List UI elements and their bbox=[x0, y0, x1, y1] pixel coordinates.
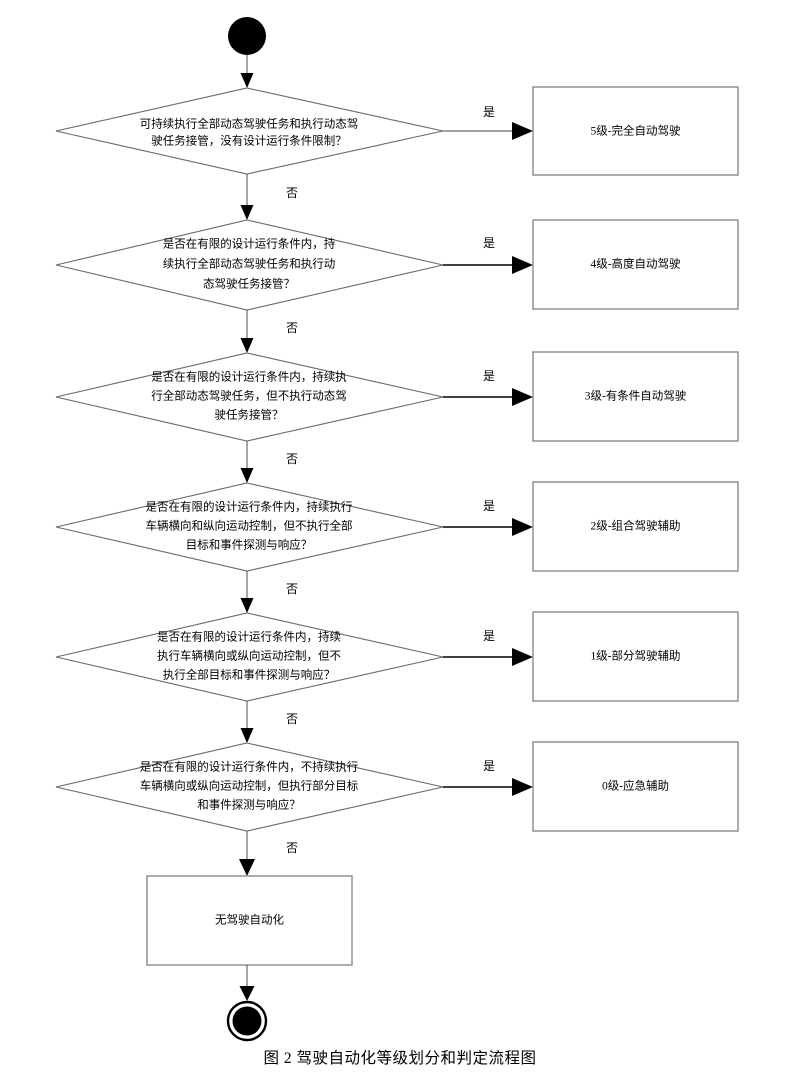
result-box-r0[interactable] bbox=[532, 741, 739, 832]
decision-d2-line-2: 目标和事件探测与响应？ bbox=[186, 538, 313, 552]
figure-caption: 图 2 驾驶自动化等级划分和判定流程图 bbox=[263, 1050, 537, 1067]
result-label-r3: 3级-有条件自动驾驶 bbox=[585, 389, 687, 403]
branch-label-d0-no: 否 bbox=[286, 841, 298, 855]
branch-label-d3-yes: 是 bbox=[483, 369, 495, 383]
decision-d0-line-2: 和事件探测与响应？ bbox=[197, 798, 301, 812]
decision-d3-line-0: 是否在有限的设计运行条件内，持续执 bbox=[151, 370, 347, 384]
result-label-r5: 5级-完全自动驾驶 bbox=[590, 124, 681, 138]
branch-label-d4-yes: 是 bbox=[483, 236, 495, 250]
decision-d2-line-1: 车辆横向和纵向运动控制，但不执行全部 bbox=[146, 519, 353, 533]
decision-d4-line-0: 是否在有限的设计运行条件内，持 bbox=[163, 237, 336, 251]
arrowhead-d5-no bbox=[240, 205, 254, 220]
branch-label-d5-no: 否 bbox=[286, 186, 298, 200]
result-label-none: 无驾驶自动化 bbox=[215, 913, 284, 927]
result-box-r1[interactable] bbox=[532, 611, 739, 702]
decision-d2-line-0: 是否在有限的设计运行条件内，持续执行 bbox=[146, 500, 353, 514]
result-box-r4[interactable] bbox=[532, 219, 739, 310]
decision-d4-line-2: 态驾驶任务接管？ bbox=[203, 277, 295, 291]
result-label-r0: 0级-应急辅助 bbox=[602, 779, 669, 793]
arrowhead-start-to-d5 bbox=[240, 73, 254, 88]
decision-d0-line-1: 车辆横向或纵向运动控制，但执行部分目标 bbox=[140, 779, 359, 793]
decision-d3-line-2: 驶任务接管？ bbox=[215, 408, 284, 422]
decision-node-d5[interactable] bbox=[55, 87, 444, 175]
arrowhead-d3-no bbox=[240, 468, 254, 483]
arrowhead-d5-yes bbox=[512, 122, 533, 140]
result-box-r5[interactable] bbox=[532, 86, 739, 176]
decision-d0-line-0: 是否在有限的设计运行条件内，不持续执行 bbox=[140, 760, 359, 774]
branch-label-d1-yes: 是 bbox=[483, 629, 495, 643]
result-box-r3[interactable] bbox=[532, 351, 739, 442]
branch-label-d2-yes: 是 bbox=[483, 499, 495, 513]
flowchart-canvas: 可持续执行全部动态驾驶任务和执行动态驾 驶任务接管，没有设计运行条件限制？ 是 … bbox=[55, 17, 739, 1042]
result-box-none[interactable] bbox=[146, 875, 353, 966]
result-label-r4: 4级-高度自动驾驶 bbox=[590, 257, 681, 271]
arrowhead-d2-no bbox=[240, 598, 254, 613]
decision-d4-line-1: 续执行全部动态驾驶任务和执行动 bbox=[163, 257, 336, 271]
decision-d5-line-0: 可持续执行全部动态驾驶任务和执行动态驾 bbox=[140, 117, 359, 131]
arrowhead-d0-yes bbox=[512, 778, 533, 796]
arrowhead-none-to-end bbox=[239, 986, 255, 1001]
branch-label-d3-no: 否 bbox=[286, 452, 298, 466]
branch-label-d5-yes: 是 bbox=[483, 105, 495, 119]
end-node bbox=[232, 1006, 262, 1036]
arrowhead-d3-yes bbox=[512, 388, 533, 406]
decision-d1-line-1: 执行车辆横向或纵向运动控制，但不 bbox=[157, 649, 341, 663]
result-label-r2: 2级-组合驾驶辅助 bbox=[590, 519, 680, 533]
decision-d3-line-1: 行全部动态驾驶任务，但不执行动态驾 bbox=[151, 389, 347, 403]
branch-label-d0-yes: 是 bbox=[483, 759, 495, 773]
start-node bbox=[228, 17, 266, 55]
decision-d5-line-1: 驶任务接管，没有设计运行条件限制？ bbox=[151, 134, 347, 148]
result-box-r2[interactable] bbox=[532, 481, 739, 572]
decision-d1-line-0: 是否在有限的设计运行条件内，持续 bbox=[157, 630, 341, 644]
arrowhead-d1-no bbox=[240, 728, 254, 743]
branch-label-d4-no: 否 bbox=[286, 321, 298, 335]
arrowhead-d2-yes bbox=[512, 518, 533, 536]
arrowhead-d0-no bbox=[239, 859, 255, 876]
branch-label-d2-no: 否 bbox=[286, 582, 298, 596]
branch-label-d1-no: 否 bbox=[286, 712, 298, 726]
arrowhead-d1-yes bbox=[512, 648, 533, 666]
result-label-r1: 1级-部分驾驶辅助 bbox=[590, 649, 680, 663]
arrowhead-d4-yes bbox=[512, 256, 533, 274]
decision-d1-line-2: 执行全部目标和事件探测与响应？ bbox=[163, 668, 336, 682]
arrowhead-d4-no bbox=[240, 338, 254, 353]
